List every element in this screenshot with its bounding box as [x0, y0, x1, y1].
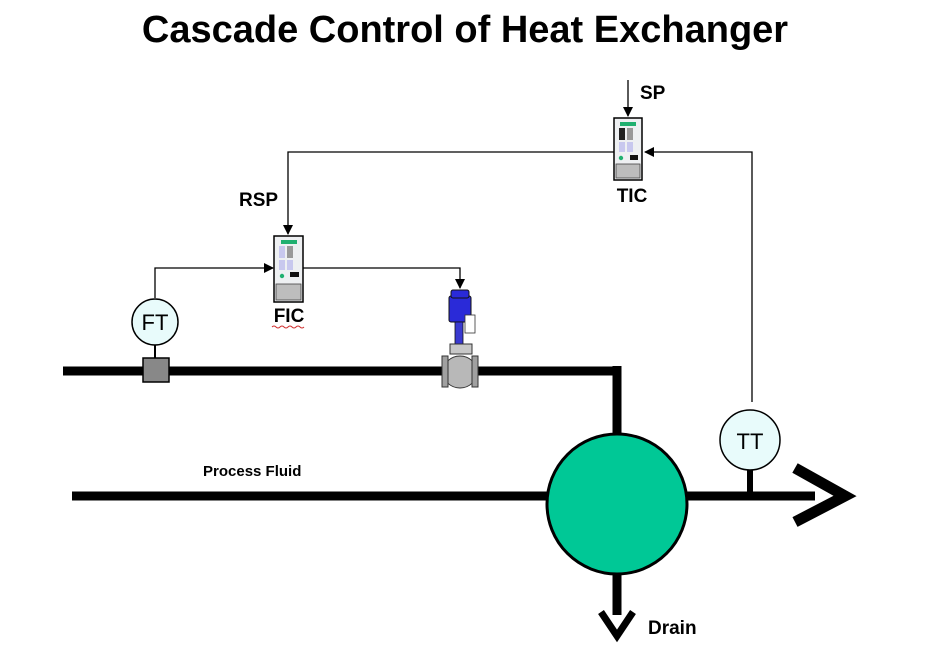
drain-arrow-icon	[598, 610, 636, 643]
orifice-flow-element-icon	[142, 357, 170, 383]
rsp-signal-line	[283, 151, 614, 235]
process-fluid-pipe	[72, 463, 857, 527]
sp-label: SP	[640, 83, 666, 104]
tt-signal-line	[644, 147, 753, 402]
temperature-transmitter[interactable]: TT	[719, 409, 781, 492]
rsp-label: RSP	[239, 190, 278, 211]
tt-label: TT	[737, 429, 764, 454]
signal-lines	[154, 80, 753, 402]
panel-controller-icon	[273, 235, 304, 303]
valve-signal-line	[303, 267, 465, 289]
tic-label: TIC	[617, 186, 648, 207]
process-outlet-arrow-icon	[792, 463, 857, 527]
process-fluid-label: Process Fluid	[203, 463, 301, 480]
tic-controller[interactable]: TIC	[613, 117, 648, 207]
flow-transmitter[interactable]: FT	[131, 298, 179, 383]
fic-label: FIC	[274, 306, 305, 327]
ft-signal-line	[154, 263, 274, 298]
page-title: Cascade Control of Heat Exchanger	[142, 9, 788, 51]
heat-exchanger	[545, 432, 689, 576]
fic-controller[interactable]: FIC	[271, 235, 305, 329]
drain-pipe	[598, 570, 636, 643]
spellcheck-squiggle	[271, 325, 305, 329]
control-valve-icon[interactable]	[441, 289, 479, 389]
tt-bubble	[719, 409, 781, 471]
ft-label: FT	[142, 310, 169, 335]
panel-controller-icon	[613, 117, 643, 181]
drain-label: Drain	[648, 618, 697, 639]
ft-bubble	[131, 298, 179, 346]
